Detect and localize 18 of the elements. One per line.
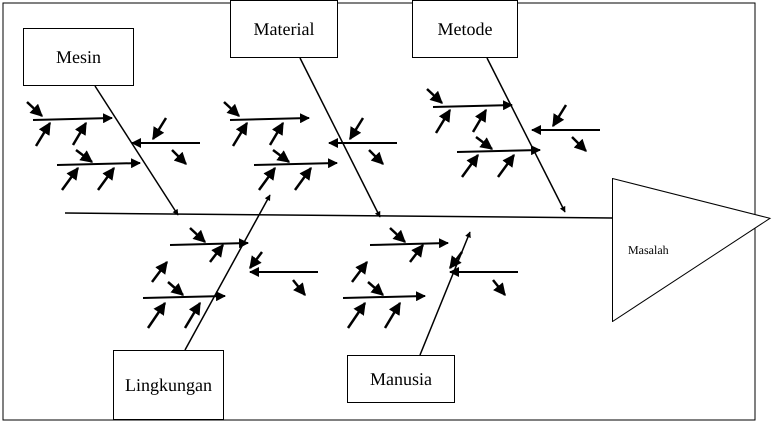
category-box [23, 28, 134, 86]
bone-arrow [299, 58, 381, 218]
category-box [230, 0, 338, 58]
category-label: Material [254, 18, 314, 40]
bone-arrow [419, 231, 471, 356]
category-label: Lingkungan [125, 374, 212, 396]
category-box [347, 355, 455, 403]
problem-triangle [612, 178, 772, 322]
category-label: Manusia [370, 368, 432, 390]
category-label: Mesin [56, 46, 101, 68]
category-label: Metode [438, 18, 492, 40]
bone-arrow [94, 86, 179, 216]
category-box [412, 0, 518, 58]
spine-line [65, 212, 612, 219]
bone-arrow [486, 58, 566, 213]
problem-label: Masalah [628, 242, 669, 258]
category-box [113, 350, 224, 420]
bone-arrow [184, 194, 271, 350]
